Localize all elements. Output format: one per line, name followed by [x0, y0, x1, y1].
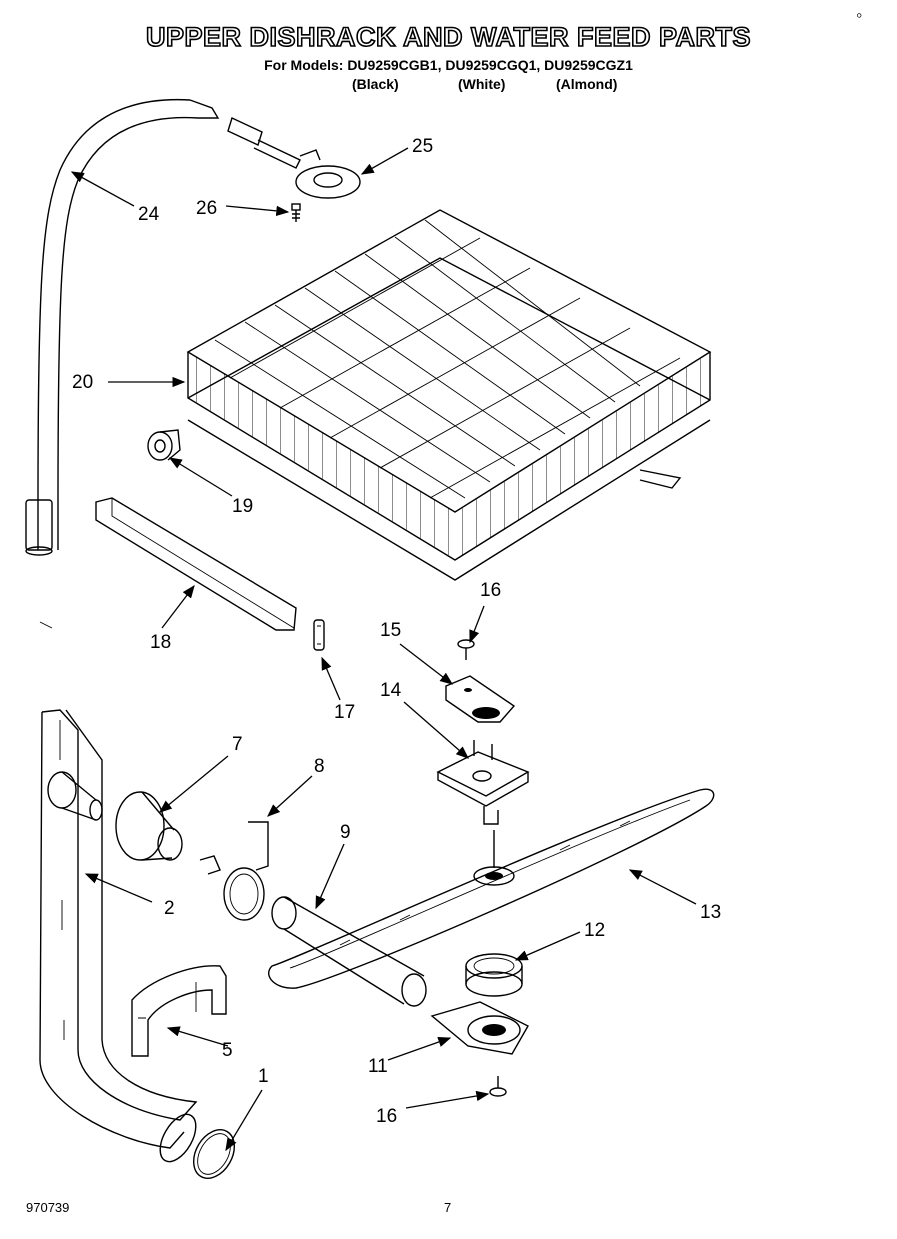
callout-1: 1 — [258, 1066, 269, 1087]
callout-19: 19 — [232, 496, 253, 517]
water-feed-manifold-part — [39, 709, 198, 1163]
callout-17: 17 — [334, 702, 355, 723]
upper-dishrack-part — [186, 209, 712, 581]
callout-5: 5 — [222, 1040, 233, 1061]
callout-16-top: 16 — [480, 580, 501, 601]
callout-2: 2 — [164, 898, 175, 919]
document-code: 970739 — [26, 1200, 70, 1215]
screw-part-16-bottom — [489, 1076, 507, 1097]
retainer-part — [445, 675, 516, 723]
bearing-part — [430, 1001, 529, 1055]
stop-clip-part — [313, 619, 325, 651]
callout-12: 12 — [584, 920, 605, 941]
manifold-tube-part — [271, 896, 427, 1007]
roller-part — [147, 429, 181, 461]
leader-arrows — [39, 147, 697, 1152]
corner-mark: ◦ — [856, 5, 863, 25]
callout-8: 8 — [314, 756, 325, 777]
o-ring-part — [193, 1129, 235, 1179]
feed-tube-part — [25, 98, 220, 556]
page-title: UPPER DISHRACK AND WATER FEED PARTS — [145, 21, 752, 53]
callout-25: 25 — [412, 136, 433, 157]
manifold-bracket-part — [131, 965, 227, 1057]
spray-arm-part — [268, 788, 715, 989]
page-number: 7 — [444, 1200, 452, 1215]
screw-part-26 — [291, 203, 301, 222]
callout-20: 20 — [72, 372, 93, 393]
callout-16-bottom: 16 — [376, 1106, 397, 1127]
color-label-almond: (Almond) — [556, 76, 618, 92]
seal-ring-part — [465, 953, 523, 997]
spray-nozzle-part — [227, 117, 361, 199]
rack-track-part — [95, 497, 297, 631]
color-label-white: (White) — [458, 76, 506, 92]
clamp-part — [199, 821, 269, 921]
callout-18: 18 — [150, 632, 171, 653]
inlet-seal-part — [115, 791, 183, 861]
screw-part-16-top — [457, 639, 475, 660]
callout-14: 14 — [380, 680, 402, 701]
callout-labels: 24 25 26 20 19 18 17 16 15 14 7 8 9 13 1… — [72, 136, 721, 1127]
callout-9: 9 — [340, 822, 351, 843]
callout-11: 11 — [368, 1056, 388, 1077]
color-label-black: (Black) — [352, 76, 399, 92]
callout-13: 13 — [700, 902, 721, 923]
callout-7: 7 — [232, 734, 243, 755]
models-line: For Models: DU9259CGB1, DU9259CGQ1, DU92… — [264, 57, 633, 73]
bearing-bracket-part — [436, 740, 530, 825]
callout-24: 24 — [138, 204, 160, 225]
callout-26: 26 — [196, 198, 217, 219]
callout-15: 15 — [380, 620, 401, 641]
